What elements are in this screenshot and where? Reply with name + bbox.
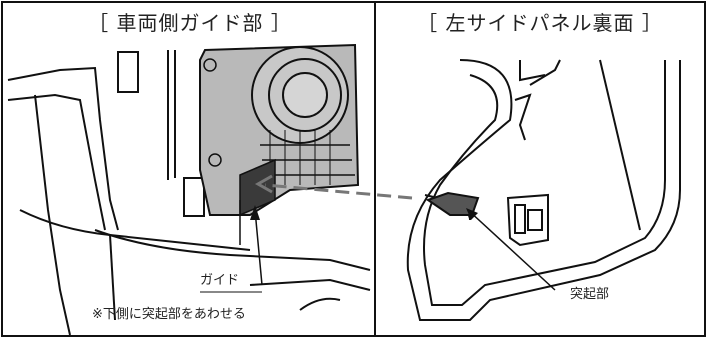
guide-leader-arrowhead — [250, 205, 260, 220]
vehicle-interior-illustration — [7, 50, 371, 336]
protrusion-label: 突起部 — [570, 286, 609, 302]
right-panel-title: ［ 左サイドパネル裏面 ］ — [417, 11, 663, 35]
panel-clip — [506, 193, 549, 247]
guide-label: ガイド — [200, 273, 239, 288]
protrusion-leader-arrowhead — [466, 208, 478, 220]
alignment-note: ※下側に突起部をあわせる — [92, 306, 246, 322]
protrusion-highlight — [425, 191, 480, 216]
left-panel-title: ［ 車両側ガイド部 ］ — [88, 11, 292, 35]
protrusion-leader-line — [467, 209, 556, 291]
guide-leader-line — [254, 209, 263, 286]
vehicle-guide-part — [199, 43, 360, 217]
alignment-arrow — [254, 174, 413, 200]
side-panel-illustration — [406, 59, 681, 321]
